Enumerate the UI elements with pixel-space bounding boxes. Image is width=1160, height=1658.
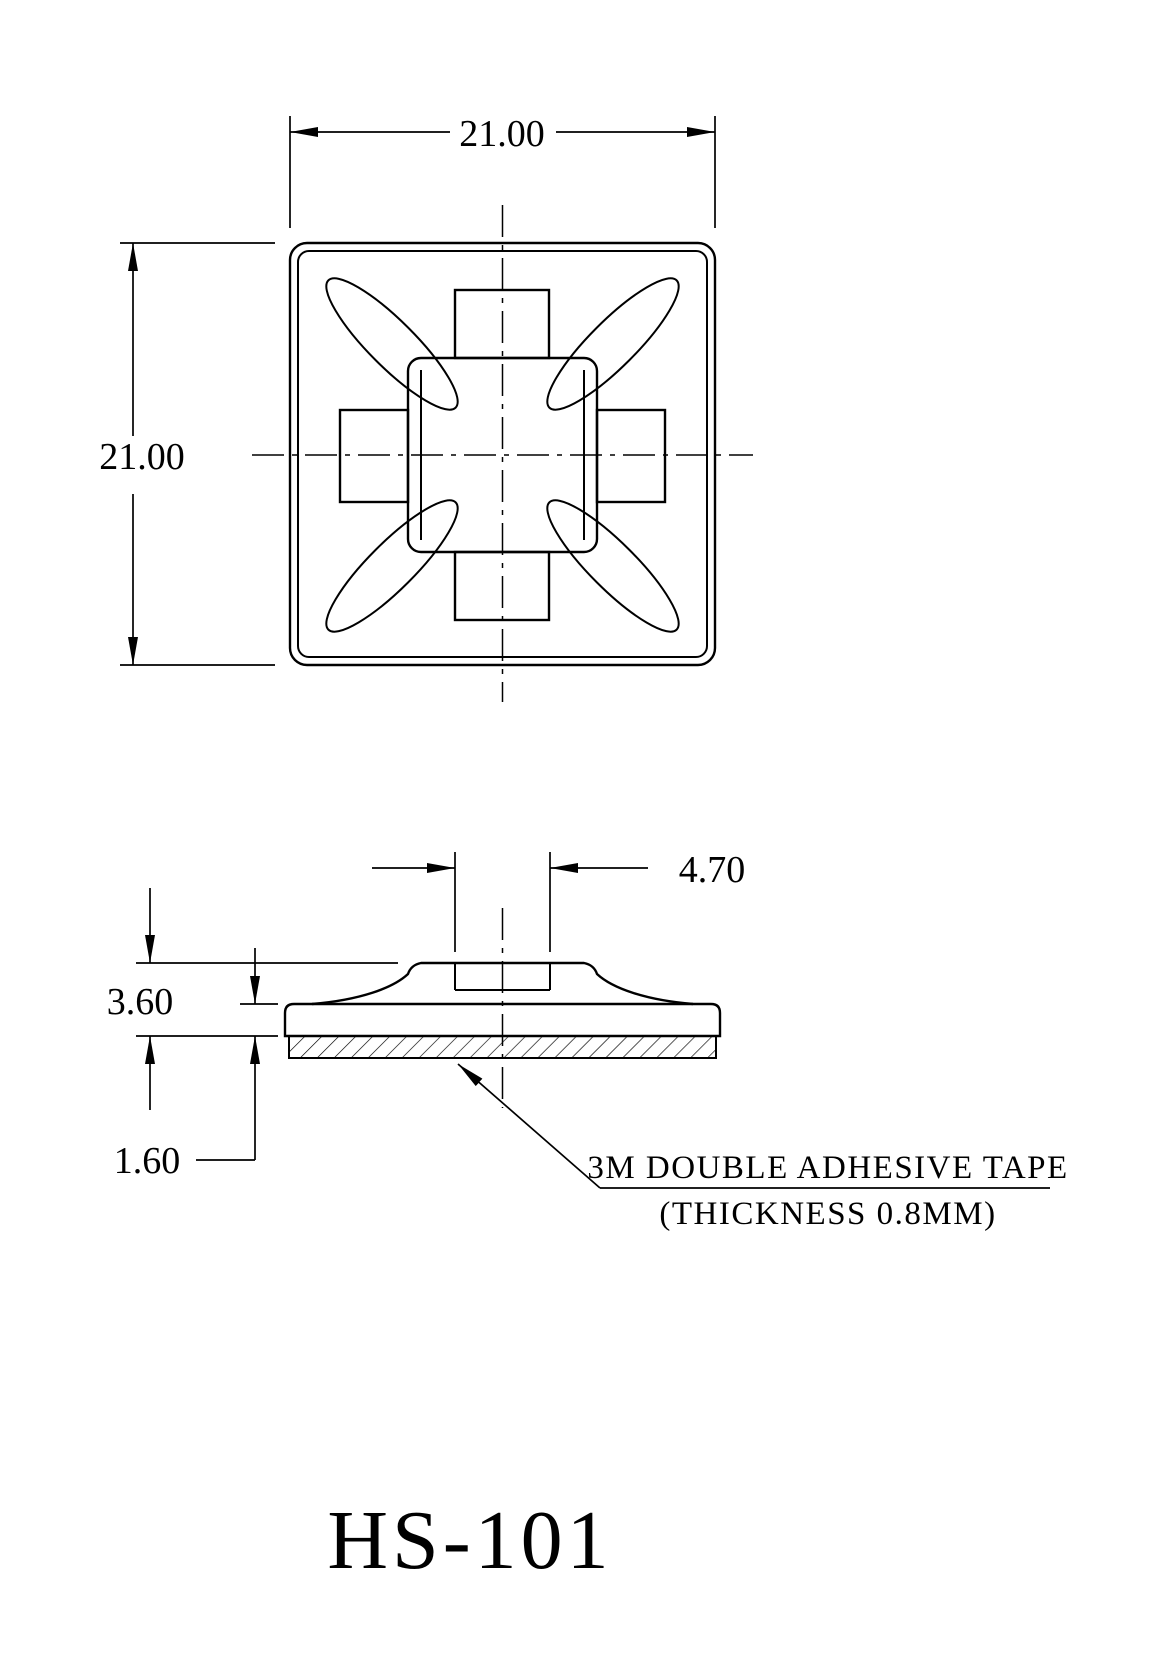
petal-bottom-right [546, 499, 680, 633]
note-leader-arrow [457, 1063, 601, 1189]
dimension-top-width: 21.00 [289, 113, 716, 228]
petal-bottom-left [325, 499, 459, 633]
dim-slot-width-value: 4.70 [679, 849, 746, 891]
dim-base-height-value: 1.60 [114, 1140, 181, 1182]
saddle-outline [406, 356, 599, 554]
dimension-total-height: 3.60 [107, 888, 398, 1110]
mount-outer-edge [288, 241, 717, 667]
dimension-left-height: 21.00 [99, 242, 275, 666]
tape-note: 3M DOUBLE ADHESIVE TAPE (THICKNESS 0.8MM… [457, 1063, 1068, 1232]
base-plate-profile [283, 1002, 722, 1038]
channel-right [595, 408, 667, 504]
saddle-head-profile [311, 961, 694, 1006]
adhesive-tape-section [288, 1035, 717, 1059]
saddle-slot-profile [454, 963, 551, 991]
dim-total-height-value: 3.60 [107, 981, 174, 1023]
dimension-slot-width: 4.70 [372, 849, 745, 952]
petal-top-right [546, 277, 680, 411]
top-view: 21.00 21.00 [99, 113, 753, 702]
dim-left-height-value: 21.00 [99, 436, 185, 478]
side-view: 4.70 3.60 1.60 3M DOUBLE ADHESIVE TAPE (… [107, 849, 1068, 1232]
central-saddle [406, 356, 599, 554]
mount-inner-edge [297, 250, 708, 658]
channel-left [338, 408, 410, 504]
petal-top-left [325, 277, 459, 411]
part-number-title: HS-101 [327, 1494, 612, 1587]
dimension-base-height: 1.60 [114, 948, 278, 1182]
tape-note-line2: (THICKNESS 0.8MM) [659, 1196, 996, 1232]
tape-note-line1: 3M DOUBLE ADHESIVE TAPE [587, 1150, 1068, 1186]
wing-petals [325, 277, 680, 633]
dim-top-width-value: 21.00 [459, 113, 545, 155]
